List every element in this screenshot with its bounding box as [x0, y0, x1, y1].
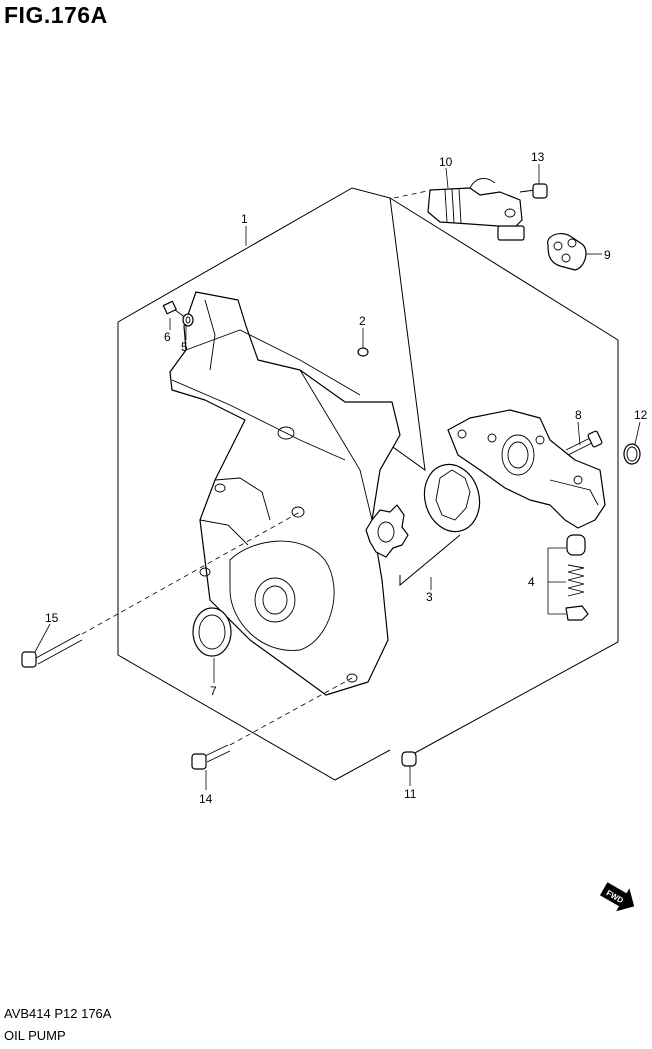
washer-part-5: [182, 313, 194, 327]
callout-3: 3: [426, 590, 433, 604]
bolt-part-8: [565, 430, 603, 456]
callout-6: 6: [164, 330, 171, 344]
dowel-part-11: [401, 751, 417, 767]
o-ring-part-12: [623, 443, 641, 465]
figure-code: AVB414 P12 176A: [4, 1006, 112, 1021]
inner-rotor-gear: [365, 504, 409, 558]
oil-pump-case-part-1: [169, 291, 401, 696]
fwd-arrow-icon: FWD: [599, 882, 635, 912]
callout-12: 12: [634, 408, 648, 422]
callout-2: 2: [359, 314, 366, 328]
callout-1: 1: [241, 212, 248, 226]
callout-13: 13: [531, 150, 545, 164]
callout-10: 10: [439, 155, 453, 169]
bolt-part-14: [191, 744, 231, 770]
callout-labels: 1 2 3 4 5 6 7 8 9 10 11 12 13 14 15: [45, 150, 648, 806]
pin-part-2: [357, 347, 369, 357]
figure-title: FIG.176A: [4, 2, 108, 28]
relief-valve-plunger-part-4: [566, 534, 586, 556]
callout-14: 14: [199, 792, 213, 806]
oil-seal-part-7: [192, 607, 232, 657]
alignment-lines: [81, 189, 433, 746]
bolt-part-6: [162, 300, 187, 319]
callout-8: 8: [575, 408, 582, 422]
bolt-part-15: [21, 633, 83, 668]
assembly-frame: [117, 187, 619, 781]
callout-7: 7: [210, 684, 217, 698]
leader-lines: [34, 164, 641, 790]
relief-valve-spring: [567, 564, 585, 597]
callout-5: 5: [181, 340, 188, 354]
relief-valve-plug: [565, 605, 589, 621]
callout-4: 4: [528, 575, 535, 589]
bolt-part-13: [519, 183, 548, 199]
callout-9: 9: [604, 248, 611, 262]
callout-11: 11: [404, 787, 417, 801]
gasket-part-9: [547, 233, 587, 271]
oil-pump-cover: [447, 409, 606, 529]
figure-name: OIL PUMP: [4, 1028, 66, 1043]
callout-15: 15: [45, 611, 59, 625]
outer-rotor-part-3: [423, 463, 481, 533]
oil-control-valve-part-10: [427, 177, 525, 241]
